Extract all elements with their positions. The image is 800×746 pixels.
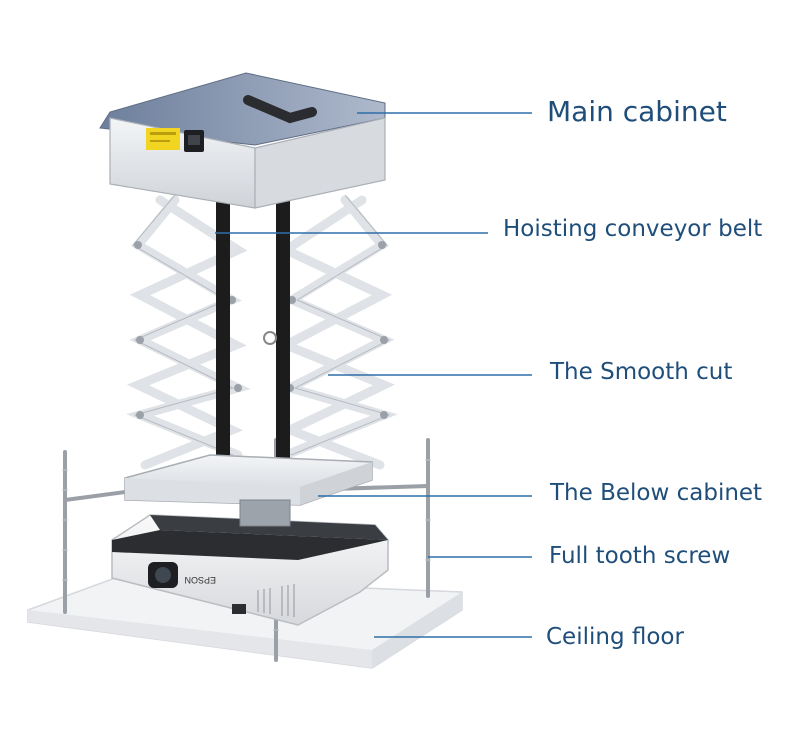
- hoisting-belts: [216, 188, 290, 490]
- projector-vent: [257, 584, 295, 617]
- label-main-cabinet: Main cabinet: [547, 95, 727, 128]
- label-tooth-screw: Full tooth screw: [549, 543, 731, 569]
- label-smooth-cut: The Smooth cut: [550, 359, 733, 385]
- label-below-cabinet: The Below cabinet: [550, 480, 763, 506]
- projector: EPSON: [111, 514, 389, 626]
- below-cabinet: [124, 454, 373, 527]
- label-ceiling-floor: Ceiling floor: [546, 624, 684, 650]
- warning-sticker: [146, 128, 180, 150]
- ceiling-floor-plate: [27, 577, 463, 669]
- scissor-arms: [126, 195, 398, 470]
- pull-ring: [263, 331, 277, 345]
- scissor-arms-edges: [132, 194, 391, 456]
- projector-brand: EPSON: [184, 575, 216, 585]
- main-cabinet: [99, 72, 386, 209]
- label-hoisting-belt: Hoisting conveyor belt: [503, 216, 763, 242]
- leader-lines: [215, 112, 532, 638]
